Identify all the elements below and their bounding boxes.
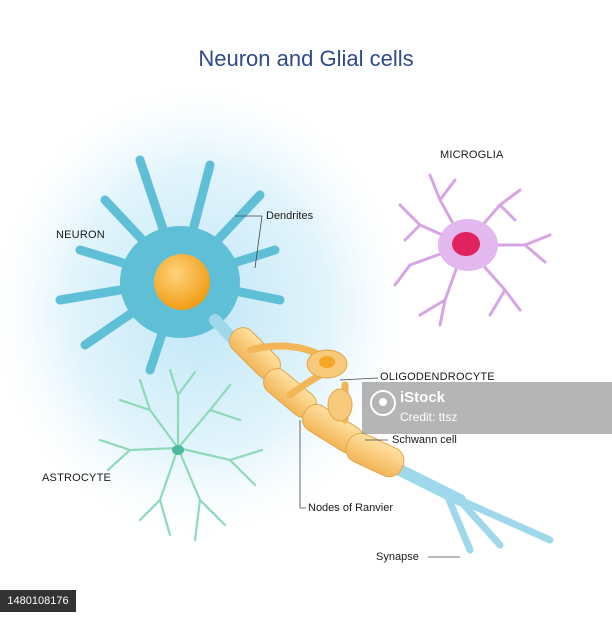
- leader-lines: [235, 215, 460, 558]
- istock-logo-icon: [370, 390, 396, 416]
- microglia-nucleus: [452, 232, 480, 256]
- label-synapse: Synapse: [376, 551, 419, 563]
- diagram-title: Neuron and Glial cells: [198, 46, 414, 71]
- label-schwann-cell: Schwann cell: [392, 434, 457, 446]
- watermark-brand: iStock: [400, 389, 446, 406]
- label-nodes-of-ranvier: Nodes of Ranvier: [308, 502, 393, 514]
- neuron-nucleus: [154, 254, 210, 310]
- stock-watermark: iStock Credit: ttsz: [362, 382, 612, 434]
- label-oligodendrocyte: OLIGODENDROCYTE: [380, 371, 495, 383]
- label-neuron: NEURON: [56, 229, 105, 241]
- label-astrocyte: ASTROCYTE: [42, 472, 112, 484]
- label-microglia: MICROGLIA: [440, 149, 504, 161]
- axon-terminals: [441, 486, 554, 554]
- astrocyte-cell: [98, 368, 264, 542]
- watermark-credit: Credit: ttsz: [400, 410, 458, 424]
- oligodendrocyte: [246, 342, 353, 424]
- astrocyte-nucleus: [172, 445, 184, 455]
- label-dendrites: Dendrites: [266, 210, 314, 222]
- stock-id-badge: 1480108176: [0, 590, 76, 612]
